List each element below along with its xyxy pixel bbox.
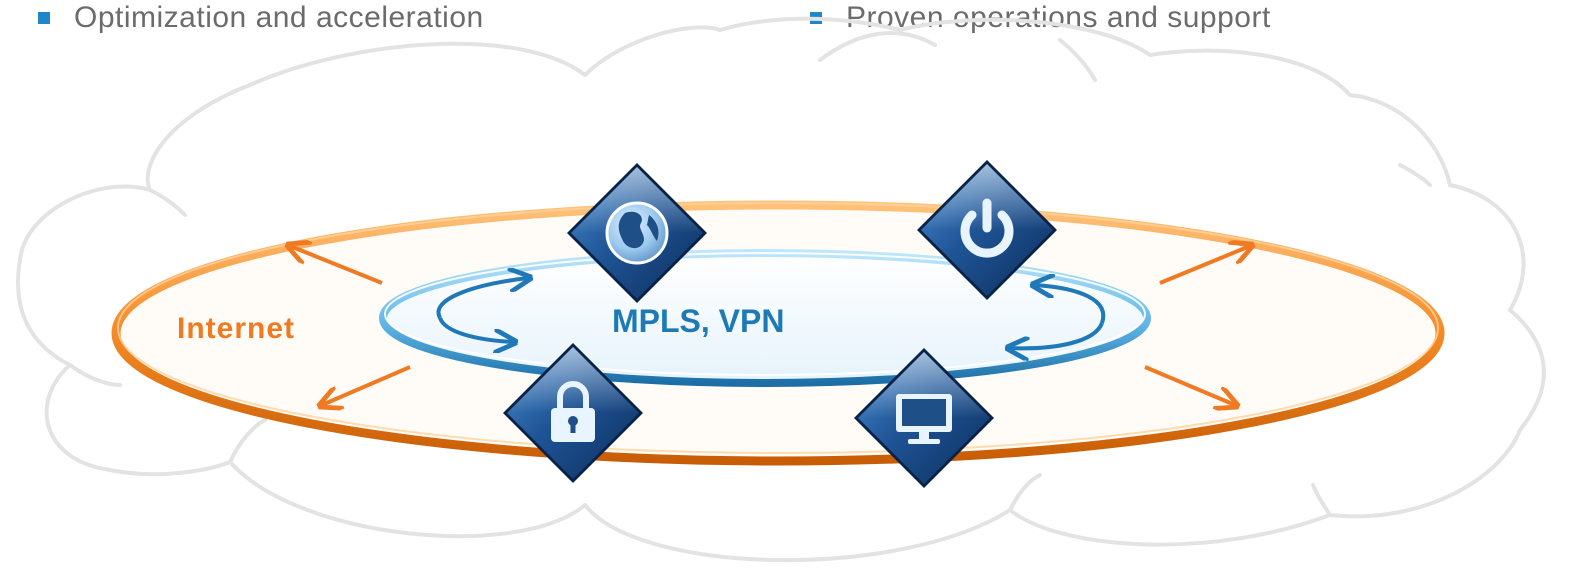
bullet-text: Proven operations and support: [846, 1, 1271, 34]
arrow-lower-right: [1144, 365, 1235, 405]
monitor-icon: [854, 348, 994, 488]
globe-icon: [567, 163, 707, 303]
mpls-arrows: [436, 278, 1106, 348]
bullet-optimization: Optimization and acceleration: [38, 0, 484, 36]
cloud-outline: [16, 16, 1546, 562]
internet-label: Internet: [177, 312, 295, 345]
arrow-left-top: [436, 278, 528, 319]
mpls-vpn-label: MPLS, VPN: [612, 303, 784, 339]
arrow-right-top: [1035, 285, 1106, 324]
arrow-left-bottom: [438, 317, 513, 342]
arrow-upper-right: [1159, 246, 1250, 285]
bullet-operations: Proven operations and support: [810, 0, 1271, 36]
power-icon: [917, 160, 1057, 300]
arrow-lower-left: [322, 365, 411, 405]
bullet-text: Optimization and acceleration: [74, 1, 484, 34]
bullet-marker: [38, 12, 50, 24]
arrow-right-bottom: [1010, 322, 1104, 348]
internet-arrows: [290, 246, 1250, 405]
lock-icon: [503, 343, 643, 483]
arrow-upper-left: [290, 246, 383, 285]
